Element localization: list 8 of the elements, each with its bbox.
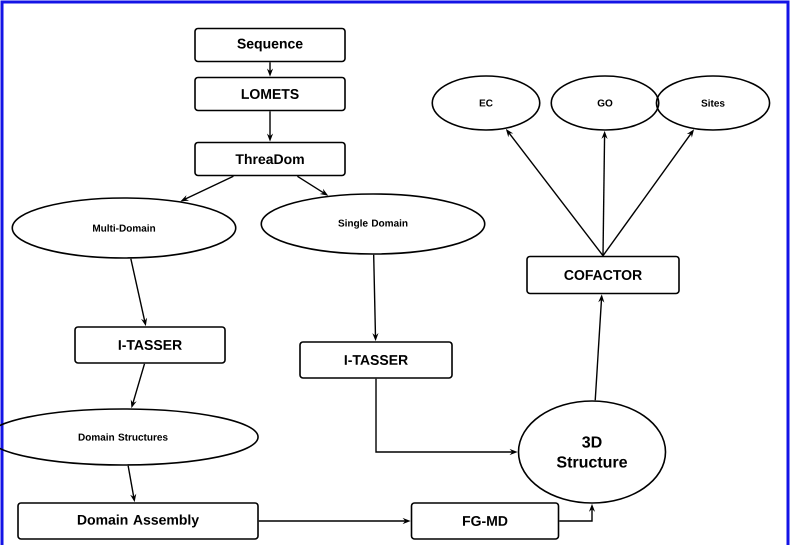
process-box: I-TASSER bbox=[74, 326, 226, 364]
process-box: FG-MD bbox=[410, 502, 560, 540]
process-box: Sequence bbox=[194, 28, 346, 62]
process-box: I-TASSER bbox=[299, 341, 453, 379]
process-box: COFACTOR bbox=[526, 256, 680, 294]
process-box: Domain Assembly bbox=[17, 502, 259, 540]
process-box: LOMETS bbox=[194, 76, 346, 112]
process-box: ThreaDom bbox=[194, 142, 346, 176]
